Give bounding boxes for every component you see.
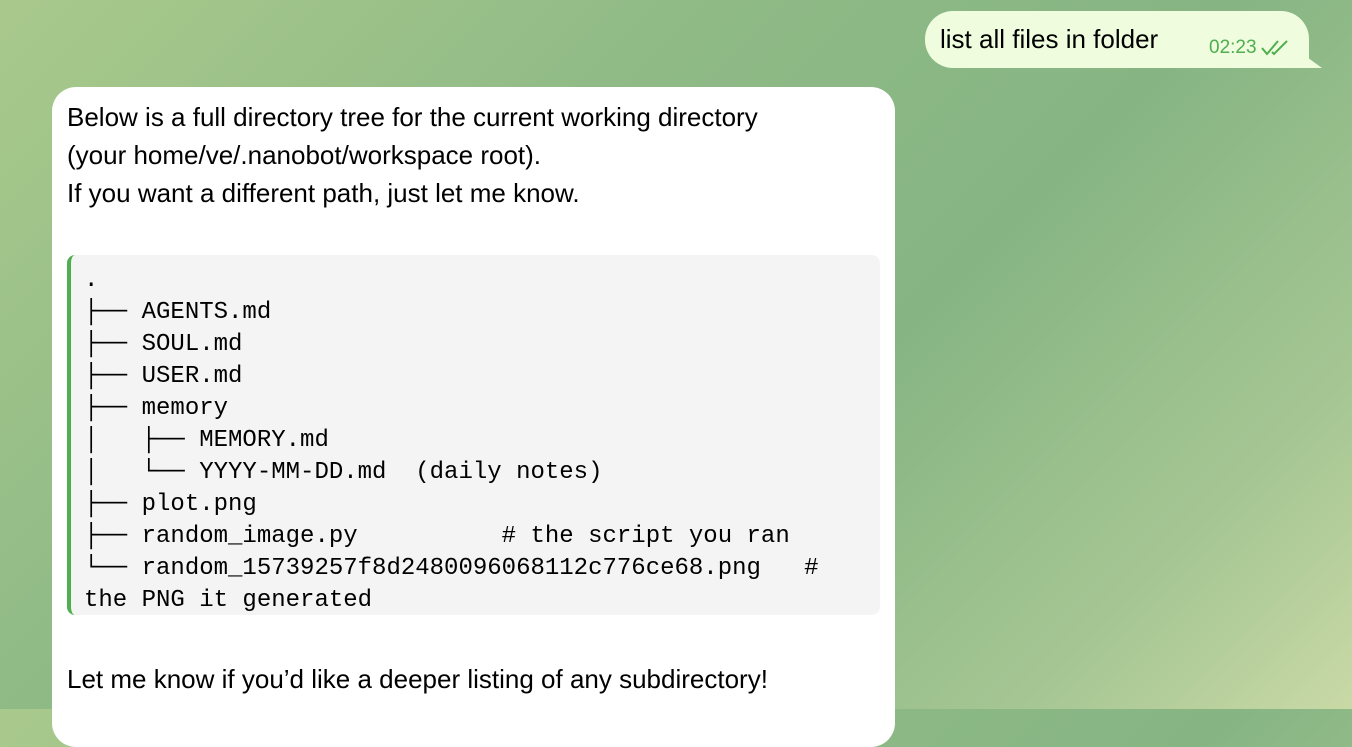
- code-line: ├── memory: [84, 395, 229, 422]
- message-intro: Below is a full directory tree for the c…: [67, 98, 758, 212]
- outgoing-message-text: list all files in folder: [940, 24, 1159, 54]
- code-line: ├── plot.png: [84, 491, 257, 518]
- outgoing-message[interactable]: list all files in folder 02:23: [925, 11, 1309, 68]
- intro-line: (your home/ve/.nanobot/workspace root).: [67, 140, 542, 170]
- code-line: ├── AGENTS.md: [84, 299, 272, 326]
- code-line: └── random_15739257f8d2480096068112c776c…: [84, 555, 833, 614]
- code-line: ├── random_image.py # the script you ran: [84, 523, 790, 550]
- message-meta: 02:23: [1209, 37, 1292, 59]
- code-line: │ ├── MEMORY.md: [84, 427, 329, 454]
- code-line: ├── SOUL.md: [84, 331, 243, 358]
- code-line: ├── USER.md: [84, 363, 243, 390]
- code-block[interactable]: . ├── AGENTS.md ├── SOUL.md ├── USER.md …: [67, 255, 880, 615]
- code-line: .: [84, 267, 99, 294]
- incoming-message[interactable]: Below is a full directory tree for the c…: [52, 87, 895, 747]
- intro-line: If you want a different path, just let m…: [67, 178, 580, 208]
- message-footer: Let me know if you’d like a deeper listi…: [67, 664, 768, 694]
- code-line: │ └── YYYY-MM-DD.md (daily notes): [84, 459, 603, 486]
- message-time: 02:23: [1209, 37, 1257, 58]
- double-check-icon: [1260, 40, 1288, 56]
- intro-line: Below is a full directory tree for the c…: [67, 102, 758, 132]
